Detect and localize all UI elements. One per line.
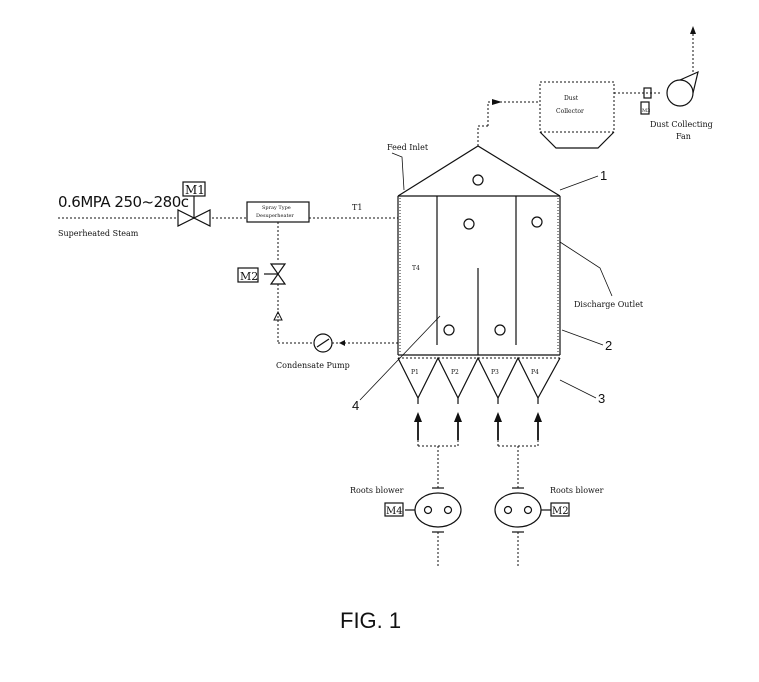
reference-numerals: 1 2 3 4 bbox=[352, 168, 612, 413]
dust-collector-box bbox=[539, 81, 615, 133]
pipe-tag: T1 bbox=[352, 203, 362, 212]
blower-label: Roots blower bbox=[350, 486, 404, 495]
steam-line: 0.6MPA 250~280c Superheated Steam M1 Spr… bbox=[58, 181, 398, 238]
chamber-label: T4 bbox=[412, 265, 420, 272]
dust-collection: Dust Collector M3 Dust Collecting Fan bbox=[477, 26, 713, 149]
feed-inlet-label: Feed Inlet bbox=[387, 143, 429, 152]
ref-numeral-1: 1 bbox=[600, 168, 607, 183]
blower-motor-tag: M4 bbox=[386, 506, 403, 517]
dust-collector-label: Collector bbox=[556, 108, 584, 115]
valve-tag: M1 bbox=[185, 183, 205, 197]
steam-name: Superheated Steam bbox=[58, 229, 139, 238]
blower-motor-tag: M2 bbox=[552, 506, 569, 517]
dryer-vessel bbox=[397, 145, 561, 400]
discharge-outlet-label: Discharge Outlet bbox=[574, 300, 644, 309]
dust-fan-icon bbox=[666, 79, 694, 107]
dust-collector-label: Dust bbox=[564, 95, 579, 102]
roots-blower-right: M2 Roots blower bbox=[494, 486, 604, 568]
desuperheater-label: Desuperheater bbox=[256, 213, 294, 219]
hopper-label: P3 bbox=[491, 369, 499, 376]
ref-numeral-4: 4 bbox=[352, 398, 359, 413]
valve-m1: M1 bbox=[177, 181, 211, 227]
roots-blower-left: M4 Roots blower bbox=[350, 486, 462, 568]
condensate-line: M2 Condensate Pump bbox=[237, 222, 398, 370]
steam-condition: 0.6MPA 250~280c bbox=[58, 193, 189, 211]
air-manifolds bbox=[417, 440, 539, 488]
ref-numeral-2: 2 bbox=[605, 338, 612, 353]
hopper-label: P4 bbox=[531, 369, 539, 376]
air-inlet-arrows bbox=[414, 398, 542, 440]
hopper-label: P2 bbox=[451, 369, 459, 376]
ref-numeral-3: 3 bbox=[598, 391, 605, 406]
dust-fan-label: Fan bbox=[676, 132, 691, 141]
chamber-labels: T4 bbox=[412, 174, 543, 336]
hopper-label: P1 bbox=[411, 369, 419, 376]
fan-motor-tag: M3 bbox=[642, 108, 650, 114]
hopper-labels: P1 P2 P3 P4 bbox=[411, 369, 539, 376]
blower-label: Roots blower bbox=[550, 486, 604, 495]
dust-fan-label: Dust Collecting bbox=[650, 120, 713, 129]
desuperheater-label: Spray Type bbox=[262, 205, 291, 211]
valve-tag: M2 bbox=[240, 270, 258, 283]
condensate-pump-label: Condensate Pump bbox=[276, 361, 350, 370]
figure-label: FIG. 1 bbox=[340, 608, 401, 633]
